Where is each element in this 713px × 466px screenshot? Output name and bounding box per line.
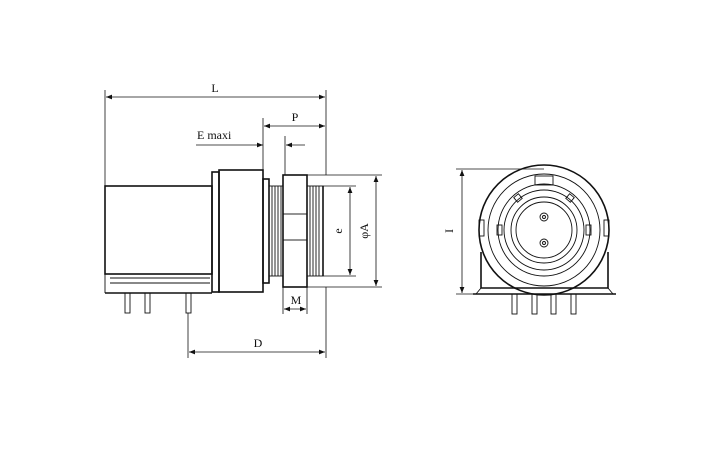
dimension-L: L	[104, 81, 327, 186]
side-pins	[124, 292, 192, 314]
dimension-P: P	[262, 110, 325, 170]
dimension-phiA: φA	[307, 174, 382, 288]
dimension-E-label: E maxi	[197, 128, 232, 142]
dimension-e-label: e	[331, 228, 345, 233]
dimension-P-label: P	[292, 110, 299, 124]
dimension-M-label: M	[291, 293, 302, 307]
front-pins	[511, 293, 577, 315]
dimension-L-label: L	[211, 81, 218, 95]
dimension-I: I	[442, 168, 544, 295]
dimension-phiA-label: φA	[357, 223, 371, 239]
side-view: L P E maxi e φA	[104, 81, 382, 358]
dimension-M: M	[282, 287, 308, 314]
dimension-E-maxi: E maxi	[196, 128, 305, 175]
dimension-D: D	[187, 287, 327, 358]
dimension-D-label: D	[254, 336, 263, 350]
dimension-I-label: I	[442, 229, 456, 233]
front-view: I	[442, 164, 616, 315]
dimension-e: e	[323, 185, 356, 277]
